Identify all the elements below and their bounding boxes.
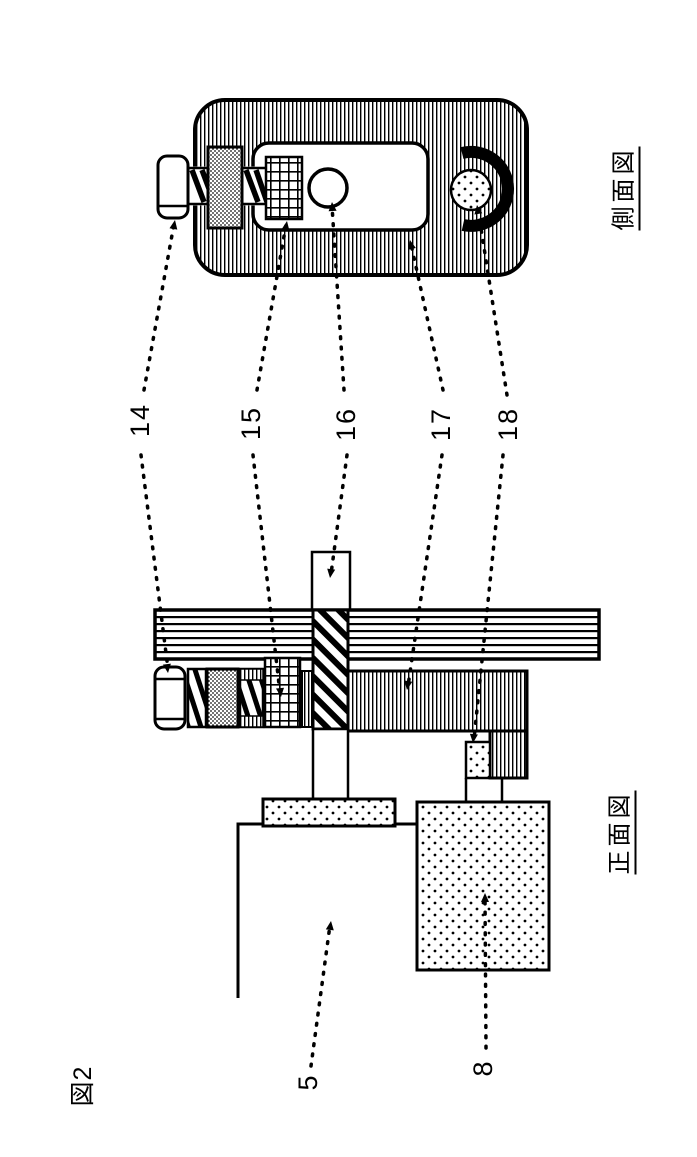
- leader-8: [483, 895, 488, 1050]
- ref-label-15: 15: [235, 405, 266, 441]
- side-view-label: 側面図: [603, 146, 641, 231]
- front-column-bottom: [311, 727, 350, 802]
- front-pedestal: [261, 797, 397, 828]
- front-beam: [153, 608, 601, 661]
- ref-label-5: 5: [292, 1073, 323, 1091]
- front-column-top: [310, 550, 352, 612]
- leader-16-down: [329, 453, 349, 576]
- leader-18-up: [476, 207, 509, 397]
- front-strip: [301, 670, 313, 728]
- side-grid-element: [264, 155, 304, 221]
- front-small-stipple: [464, 740, 492, 780]
- front-body: [346, 669, 529, 733]
- front-diagonal-block: [311, 608, 350, 731]
- leader-arrowheads: [162, 202, 489, 931]
- side-stipple-block: [206, 145, 244, 230]
- ref-label-17: 17: [425, 406, 456, 442]
- figure-number-label: 図2: [69, 1065, 97, 1107]
- leader-16-up: [330, 204, 346, 392]
- front-right-block: [415, 800, 551, 972]
- front-view-label: 正面図: [599, 790, 637, 875]
- side-view-drawing: [156, 98, 529, 277]
- leader-17-up: [409, 242, 445, 392]
- side-clamp-roller: [449, 168, 493, 212]
- ref-label-18: 18: [492, 406, 523, 442]
- ref-label-8: 8: [467, 1059, 498, 1077]
- leader-5: [309, 923, 332, 1068]
- front-stipple-block: [205, 667, 240, 729]
- side-capsule: [156, 154, 190, 220]
- leader-14-up: [142, 222, 176, 392]
- side-clamp-arc: [460, 145, 514, 232]
- front-grid-element: [263, 656, 302, 729]
- front-body-extension: [488, 729, 529, 780]
- front-capsule: [153, 665, 187, 731]
- ref-label-16: 16: [330, 406, 361, 442]
- leader-lines: [139, 204, 509, 1068]
- front-view-drawing: [153, 550, 601, 998]
- front-diag-piece-1: [186, 667, 208, 729]
- front-base-outline: [236, 822, 417, 998]
- side-roller-circle: [307, 167, 349, 209]
- leader-15-down: [251, 453, 282, 695]
- leader-15-up: [255, 223, 288, 392]
- ref-label-14: 14: [124, 402, 155, 438]
- leader-18-down: [472, 453, 505, 741]
- leader-17-down: [406, 453, 444, 688]
